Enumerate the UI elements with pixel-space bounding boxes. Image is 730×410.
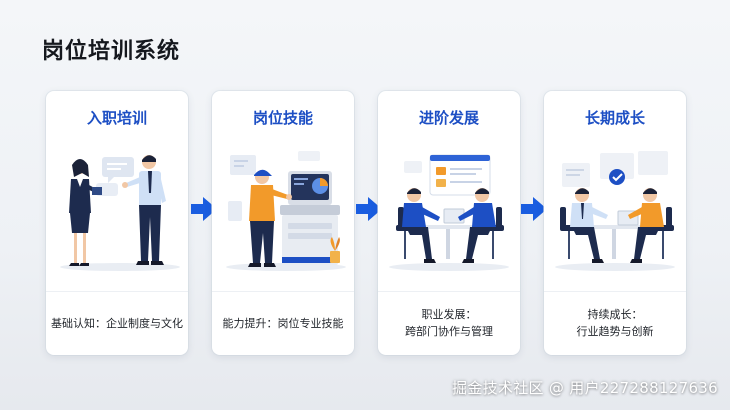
stage-description-line: 基础认知：企业制度与文化	[51, 316, 183, 330]
stage-title: 长期成长	[584, 109, 645, 127]
page-title: 岗位培训系统	[42, 39, 181, 64]
stage-description: 能力提升：岗位专业技能	[216, 301, 350, 345]
arrow-right-icon	[356, 197, 382, 221]
card-divider	[544, 291, 686, 292]
stage-description-line: 行业趋势与创新	[576, 325, 654, 338]
growth-meeting-icon	[555, 151, 675, 271]
stage-card-skills: 岗位技能 能力提升：岗位专业技能	[212, 91, 354, 355]
card-divider	[378, 291, 520, 292]
stage-title: 入职培训	[86, 109, 147, 127]
stage-description-line: 能力提升：岗位专业技能	[222, 316, 344, 330]
stage-description-line: 跨部门协作与管理	[405, 325, 493, 338]
stage-description: 持续成长： 行业趋势与创新	[548, 301, 682, 345]
worker-at-machine-icon	[226, 151, 346, 271]
two-people-discussion-icon	[60, 155, 180, 271]
stage-description: 基础认知：企业制度与文化	[50, 301, 184, 345]
stage-card-growth: 长期成长 持续成长：	[544, 91, 686, 355]
stage-description: 职业发展： 跨部门协作与管理	[382, 301, 516, 345]
card-divider	[212, 291, 354, 292]
watermark: 掘金技术社区 @ 用户227288127636	[452, 379, 718, 397]
stage-card-onboarding: 入职培训 基础认知：企业制度与文化	[46, 91, 188, 355]
arrow-right-icon	[521, 197, 547, 221]
stage-title: 进阶发展	[418, 109, 479, 127]
stage-description-line: 持续成长：	[587, 308, 643, 321]
stage-title: 岗位技能	[252, 109, 313, 127]
stage-card-advancement: 进阶发展 职业发展：	[378, 91, 520, 355]
card-divider	[46, 291, 188, 292]
arrow-right-icon	[191, 197, 217, 221]
stage-description-line: 职业发展：	[421, 308, 477, 321]
team-collaboration-icon	[389, 154, 509, 271]
